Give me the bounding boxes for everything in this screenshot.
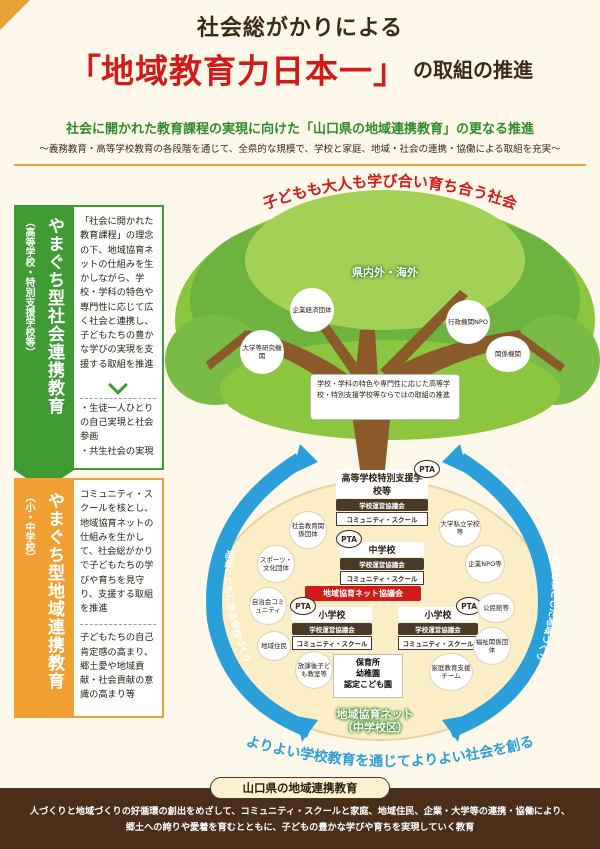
org-sports-culture: スポーツ・文化団体 <box>258 546 294 582</box>
school-elementary-right: 小学校 学校運営協議会 コミュニティ・スクール <box>398 607 478 650</box>
bottom-line1: 人づくりと地域づくりの好循環の創出をめざして、コミュニティ・スクールと家庭、地域… <box>29 806 571 817</box>
network-label: 地域協育ネット （中学校区） <box>320 708 430 734</box>
header-note: ～義務教育・高等学校教育の各段階を通じて、全県的な規模で、学校と家庭、地域・社会… <box>39 144 561 155</box>
title-line2: 「地域教育力日本一」の取組の推進 <box>0 44 600 93</box>
canopy-org-university: 大学等研究機関 <box>240 330 284 374</box>
title-line1: 社会総がかりによる <box>196 16 404 41</box>
corner-decoration <box>0 0 30 30</box>
canopy-org-related: 関係機関 <box>486 336 530 372</box>
org-community-center: 公民館等 <box>478 594 514 622</box>
school-elementary-left: 小学校 学校運営協議会 コミュニティ・スクール <box>292 607 372 650</box>
bottom-title: 山口県の地域連携教育 <box>210 777 390 799</box>
title-tail: の取組の推進 <box>413 58 533 82</box>
org-residents: 地域住民 <box>258 632 290 660</box>
preschool-line1: 保育所 <box>356 658 380 667</box>
green-body: 「社会に開かれた教育課程」の理念の下、地域協育ネットの仕組みを生かしながら、学校… <box>80 216 154 370</box>
canopy-org-government: 行政機関NPO <box>446 300 490 344</box>
org-welfare: 福祉関係団体 <box>474 628 510 664</box>
orange-subheading: （小・中学校） <box>23 492 34 562</box>
preschool-line2: 幼稚園 <box>356 668 380 678</box>
pta-elementary-left: PTA <box>290 597 316 615</box>
org-community: 自治会コミュニティ <box>250 588 286 624</box>
arrow-head-left <box>296 716 318 742</box>
green-description-box: 「社会に開かれた教育課程」の理念の下、地域協育ネットの仕組みを生かしながら、学校… <box>74 205 164 470</box>
preschool-box: 保育所 幼稚園 認定こども園 <box>333 654 403 698</box>
green-column-heading: やまぐち型社会連携教育 （高等学校・特別支援学校等） <box>14 205 74 470</box>
arrow-head-top-right <box>442 444 468 474</box>
pta-high: PTA <box>414 460 440 478</box>
orange-heading: やまぐち型地域連携教育 <box>44 492 64 690</box>
org-family-support: 家庭教育支援チーム <box>430 654 472 690</box>
network-label-line2: （中学校区） <box>342 721 408 735</box>
canopy-label: 県内外・海外 <box>352 266 418 279</box>
green-heading: やまぐち型社会連携教育 <box>44 217 64 415</box>
speech-bubble: 学校・学科の特色や専門性に応じた高等学校・特別支援学校等ならではの取組の推進 <box>310 374 460 420</box>
green-subheading: （高等学校・特別支援学校等） <box>23 217 34 357</box>
canopy-org-business: 企業経済団体 <box>290 288 334 332</box>
green-result-2: ・共生社会の実現 <box>80 445 154 457</box>
school-middle: 中学校 学校運営協議会 コミュニティ・スクール <box>340 542 424 585</box>
title-main: 地域教育力日本一 <box>101 51 373 91</box>
bracket-open: 「 <box>67 52 101 92</box>
green-results: ・生徒一人ひとりの自己実現と社会参画 ・共生社会の実現 <box>80 397 156 459</box>
orange-results: 子どもたちの自己肯定感の高まり、郷土愛や地域貢献・社会貢献の意識の高まり等 <box>80 624 156 702</box>
network-council-banner: 地域協育ネット協議会 <box>305 586 421 601</box>
chevron-down-icon <box>108 374 128 395</box>
network-label-line1: 地域協育ネット <box>336 708 414 721</box>
arrow-head-right <box>442 716 464 742</box>
orange-description-box: コミュニティ・スクールを核とし、地域協育ネットの仕組みを生かして、社会総がかりで… <box>74 478 164 718</box>
bracket-close: 」 <box>373 52 407 92</box>
preschool-line3: 認定こども園 <box>344 679 392 689</box>
pta-middle: PTA <box>336 530 362 548</box>
org-social-education: 社会教育関係団体 <box>290 512 326 548</box>
school-high: 高等学校特別支援学校等 学校運営協議会 コミュニティ・スクール <box>336 470 428 526</box>
orange-body: コミュニティ・スクールを核とし、地域協育ネットの仕組みを生かして、社会総がかりで… <box>80 489 154 614</box>
arrow-head-top-left <box>292 444 318 474</box>
orange-column-heading: やまぐち型地域連携教育 （小・中学校） <box>14 478 74 718</box>
header-divider <box>14 164 586 166</box>
cycle-arrows <box>206 453 554 738</box>
green-result-1: ・生徒一人ひとりの自己実現と社会参画 <box>80 402 154 443</box>
subtitle: 社会に開かれた教育課程の実現に向けた「山口県の地域連携教育」の更なる推進 <box>65 122 534 137</box>
org-after-school: 放課後子ども教室等 <box>296 652 332 688</box>
bottom-line2: 郷土への誇りや愛着を育むとともに、子どもの豊かな学びや育ちを実現していく教育 <box>125 822 475 834</box>
org-company-npo: 企業NPO等 <box>466 546 504 582</box>
org-university-private: 大学私立学校等 <box>440 510 480 546</box>
